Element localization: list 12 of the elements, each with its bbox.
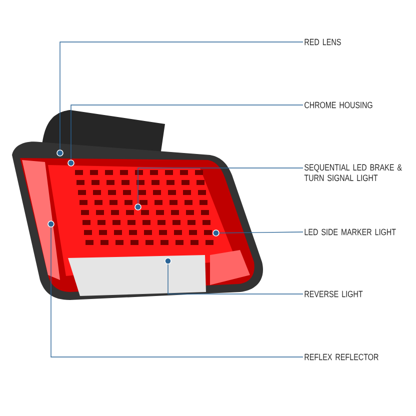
leader-line xyxy=(70,104,304,160)
callout-label: REVERSE LIGHT xyxy=(304,290,363,298)
leader-line xyxy=(138,168,304,204)
leader-line xyxy=(219,232,304,234)
leader-line xyxy=(60,42,304,150)
leader-line xyxy=(50,227,304,358)
leader-line xyxy=(168,264,304,294)
callout-label: LED SIDE MARKER LIGHT xyxy=(304,228,396,236)
callout-label: SEQUENTIAL LED BRAKE & TURN SIGNAL LIGHT xyxy=(304,164,402,182)
callout-label: CHROME HOUSING xyxy=(304,102,372,108)
callout-label: RED LENS xyxy=(304,38,341,46)
callout-label: REFLEX REFLECTOR xyxy=(304,354,378,360)
